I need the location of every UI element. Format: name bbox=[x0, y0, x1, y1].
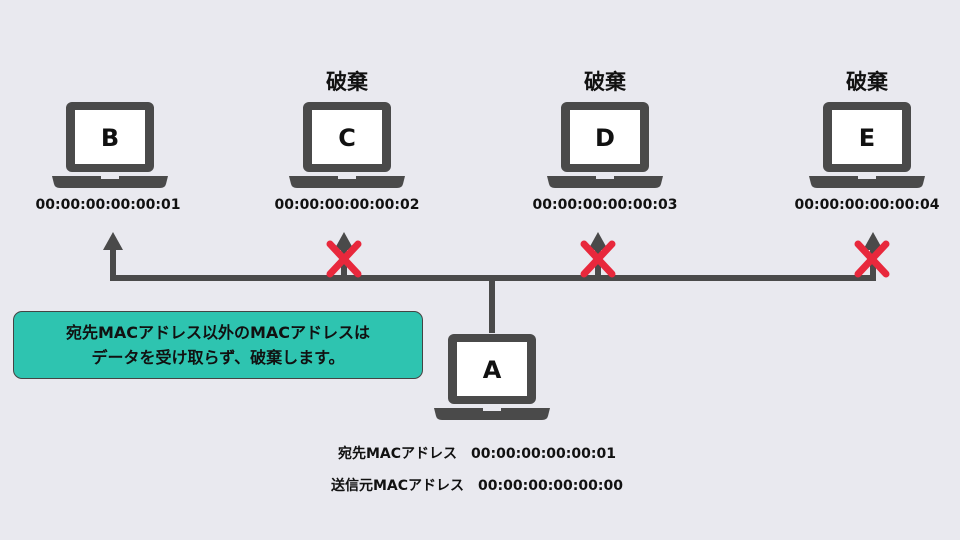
laptop-icon bbox=[434, 334, 550, 420]
laptop-icon bbox=[547, 102, 663, 188]
discard-label-c: 破棄 bbox=[326, 70, 368, 94]
laptop-b: B bbox=[52, 102, 168, 188]
laptop-a: A bbox=[434, 334, 550, 420]
callout-line-2: データを受け取らず、破棄します。 bbox=[91, 348, 345, 367]
discard-label-d: 破棄 bbox=[584, 70, 626, 94]
mac-label-e: 00:00:00:00:00:04 bbox=[794, 197, 940, 213]
laptop-id-c: C bbox=[338, 124, 356, 152]
laptop-id-b: B bbox=[101, 124, 119, 152]
dest-mac-row: 宛先MACアドレス 00:00:00:00:00:01 bbox=[338, 443, 616, 463]
reject-mark-d bbox=[580, 240, 616, 278]
laptop-icon bbox=[809, 102, 925, 188]
src-mac-row: 送信元MACアドレス 00:00:00:00:00:00 bbox=[331, 475, 623, 495]
mac-label-c: 00:00:00:00:00:02 bbox=[274, 197, 420, 213]
explanation-callout: 宛先MACアドレス以外のMACアドレスは データを受け取らず、破棄します。 bbox=[13, 311, 423, 379]
arrowhead-b bbox=[103, 232, 123, 250]
laptop-id-e: E bbox=[859, 124, 875, 152]
reject-marks bbox=[326, 240, 890, 278]
laptop-icon bbox=[52, 102, 168, 188]
reject-mark-c bbox=[326, 240, 362, 278]
dest-mac-label: 宛先MACアドレス bbox=[338, 446, 458, 462]
arrowhead-e bbox=[863, 232, 883, 250]
callout-line-1: 宛先MACアドレス以外のMACアドレスは bbox=[65, 323, 371, 342]
src-mac-label: 送信元MACアドレス bbox=[331, 478, 465, 494]
laptop-id-d: D bbox=[595, 124, 615, 152]
discard-label-e: 破棄 bbox=[846, 70, 888, 94]
reject-mark-e bbox=[854, 240, 890, 278]
arrowheads bbox=[103, 232, 883, 250]
mac-label-b: 00:00:00:00:00:01 bbox=[35, 197, 181, 213]
laptop-c: C bbox=[289, 102, 405, 188]
arrowhead-c bbox=[334, 232, 354, 250]
laptop-id-a: A bbox=[483, 356, 502, 384]
laptop-icon bbox=[289, 102, 405, 188]
laptop-e: E bbox=[809, 102, 925, 188]
arrowhead-d bbox=[588, 232, 608, 250]
mac-label-d: 00:00:00:00:00:03 bbox=[532, 197, 678, 213]
src-mac-value: 00:00:00:00:00:00 bbox=[478, 478, 623, 494]
dest-mac-value: 00:00:00:00:00:01 bbox=[471, 446, 616, 462]
laptop-d: D bbox=[547, 102, 663, 188]
